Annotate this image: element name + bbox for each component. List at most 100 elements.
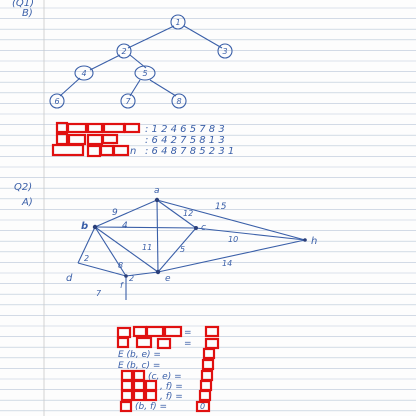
traversal-postorder: n : 6 4 8 7 8 5 2 3 1 bbox=[51, 143, 234, 158]
svg-text:h: h bbox=[311, 236, 317, 247]
graph-vertex-c: c bbox=[194, 223, 206, 233]
redaction-box bbox=[201, 358, 215, 371]
redaction-box bbox=[199, 379, 213, 392]
tree-node-3: 3 bbox=[217, 43, 233, 59]
svg-text:8: 8 bbox=[176, 97, 181, 106]
svg-text:7: 7 bbox=[125, 97, 131, 106]
traversal-preorder: : 1 2 4 6 5 7 8 3 bbox=[55, 121, 225, 135]
svg-text:b: b bbox=[81, 221, 88, 232]
redaction-box bbox=[198, 389, 212, 402]
equation-row: E (b, c) = bbox=[118, 358, 215, 371]
redaction-box bbox=[116, 336, 130, 349]
edge-weight: 8 bbox=[118, 261, 123, 270]
svg-text:0: 0 bbox=[200, 402, 205, 411]
traversal-label: n bbox=[130, 146, 136, 157]
svg-text:, f) =: , f) = bbox=[160, 392, 183, 402]
redaction-box bbox=[204, 325, 220, 338]
svg-text:4: 4 bbox=[81, 69, 86, 78]
svg-text:(c, e) =: (c, e) = bbox=[148, 372, 182, 382]
graph-vertex-d: d bbox=[66, 273, 73, 284]
weighted-graph: a b c d e f h 9 12 15 4 10 bbox=[66, 186, 317, 300]
svg-text:E (b, c) =: E (b, c) = bbox=[118, 361, 160, 371]
a-label: A) bbox=[21, 197, 33, 208]
equation-row: , f) = bbox=[120, 389, 212, 402]
graph-vertex-b: b bbox=[81, 221, 98, 232]
redaction-box bbox=[116, 326, 132, 339]
redaction-box bbox=[135, 336, 153, 349]
redaction-box bbox=[123, 122, 141, 134]
redaction-box bbox=[120, 389, 134, 402]
traversal-sequence: : 6 4 2 7 5 8 1 3 bbox=[145, 135, 225, 146]
tree-node-4: 4 bbox=[74, 65, 94, 81]
redaction-box bbox=[145, 325, 165, 338]
redaction-box bbox=[119, 400, 133, 413]
svg-text:c: c bbox=[201, 223, 206, 233]
edge-weight: 5 bbox=[180, 245, 185, 254]
redaction-box bbox=[195, 400, 211, 413]
redaction-box bbox=[132, 379, 146, 392]
edge-weight: 11 bbox=[142, 243, 152, 252]
traversal-sequence: : 1 2 4 6 5 7 8 3 bbox=[145, 124, 225, 135]
redaction-box bbox=[156, 337, 172, 350]
edge-weight: 2 bbox=[129, 274, 134, 283]
edge-equations: = = E (b, e) = E (b, c) = (c, e) = bbox=[116, 325, 220, 413]
traversal-sequence: : 6 4 8 7 8 5 2 3 1 bbox=[145, 146, 234, 157]
redaction-box bbox=[202, 347, 216, 360]
edge-weight: 10 bbox=[228, 235, 238, 244]
svg-text:f: f bbox=[120, 281, 124, 290]
svg-text:a: a bbox=[154, 186, 160, 196]
edge-weight: 9 bbox=[112, 208, 118, 218]
svg-text:=: = bbox=[184, 328, 192, 338]
redaction-box bbox=[144, 379, 158, 392]
redaction-box bbox=[200, 369, 214, 382]
svg-text:=: = bbox=[184, 339, 192, 349]
svg-text:3: 3 bbox=[222, 47, 227, 56]
redaction-box bbox=[132, 325, 148, 338]
equation-row: = bbox=[116, 336, 220, 350]
graph-vertex-f: f bbox=[120, 274, 128, 290]
svg-text:e: e bbox=[165, 274, 171, 284]
binary-tree: 1 2 3 4 5 6 7 8 bbox=[49, 14, 233, 109]
redaction-box bbox=[120, 379, 134, 392]
edge-weight: 4 bbox=[122, 221, 128, 231]
redaction-box bbox=[101, 133, 119, 145]
edge-weight: 2 bbox=[84, 254, 89, 263]
edge-weight: 12 bbox=[183, 209, 193, 218]
graph-vertex-a: a bbox=[154, 186, 160, 203]
svg-text:E (b, e) =: E (b, e) = bbox=[118, 350, 161, 360]
graph-vertex-h: h bbox=[303, 236, 317, 247]
edge-weight: 15 bbox=[215, 202, 227, 212]
redaction-box bbox=[86, 144, 102, 158]
redaction-box bbox=[66, 122, 88, 134]
redaction-box bbox=[120, 369, 134, 382]
b-label: B) bbox=[22, 8, 33, 19]
q2-label: Q2) bbox=[14, 182, 32, 193]
redaction-box bbox=[86, 133, 104, 146]
tree-node-7: 7 bbox=[120, 93, 136, 109]
graph-vertex-e: e bbox=[155, 269, 171, 284]
svg-text:1: 1 bbox=[175, 18, 180, 27]
redaction-box bbox=[132, 369, 146, 382]
svg-text:5: 5 bbox=[142, 69, 147, 78]
equation-row: (b, f) = 0 bbox=[119, 400, 211, 413]
svg-text:d: d bbox=[66, 273, 73, 284]
tree-node-8: 8 bbox=[171, 93, 187, 109]
edge-weight: 14 bbox=[222, 259, 232, 268]
tree-node-6: 6 bbox=[49, 93, 65, 109]
tree-edges bbox=[59, 25, 223, 97]
svg-text:, f) =: , f) = bbox=[160, 382, 183, 392]
redaction-box bbox=[51, 143, 85, 157]
redaction-box bbox=[99, 144, 115, 157]
equation-row: = bbox=[116, 325, 220, 339]
redaction-box bbox=[102, 122, 126, 134]
tree-node-5: 5 bbox=[134, 65, 156, 81]
tree-node-2: 2 bbox=[116, 43, 132, 59]
redaction-box bbox=[86, 122, 104, 134]
edge-weight: 7 bbox=[96, 289, 102, 298]
redaction-box bbox=[132, 389, 146, 402]
edge-weight-labels: 9 12 15 4 10 11 5 14 2 8 2 7 bbox=[84, 202, 238, 298]
redaction-box bbox=[67, 133, 87, 146]
svg-text:(b, f) =: (b, f) = bbox=[135, 402, 167, 412]
graph-edges bbox=[77, 199, 306, 300]
